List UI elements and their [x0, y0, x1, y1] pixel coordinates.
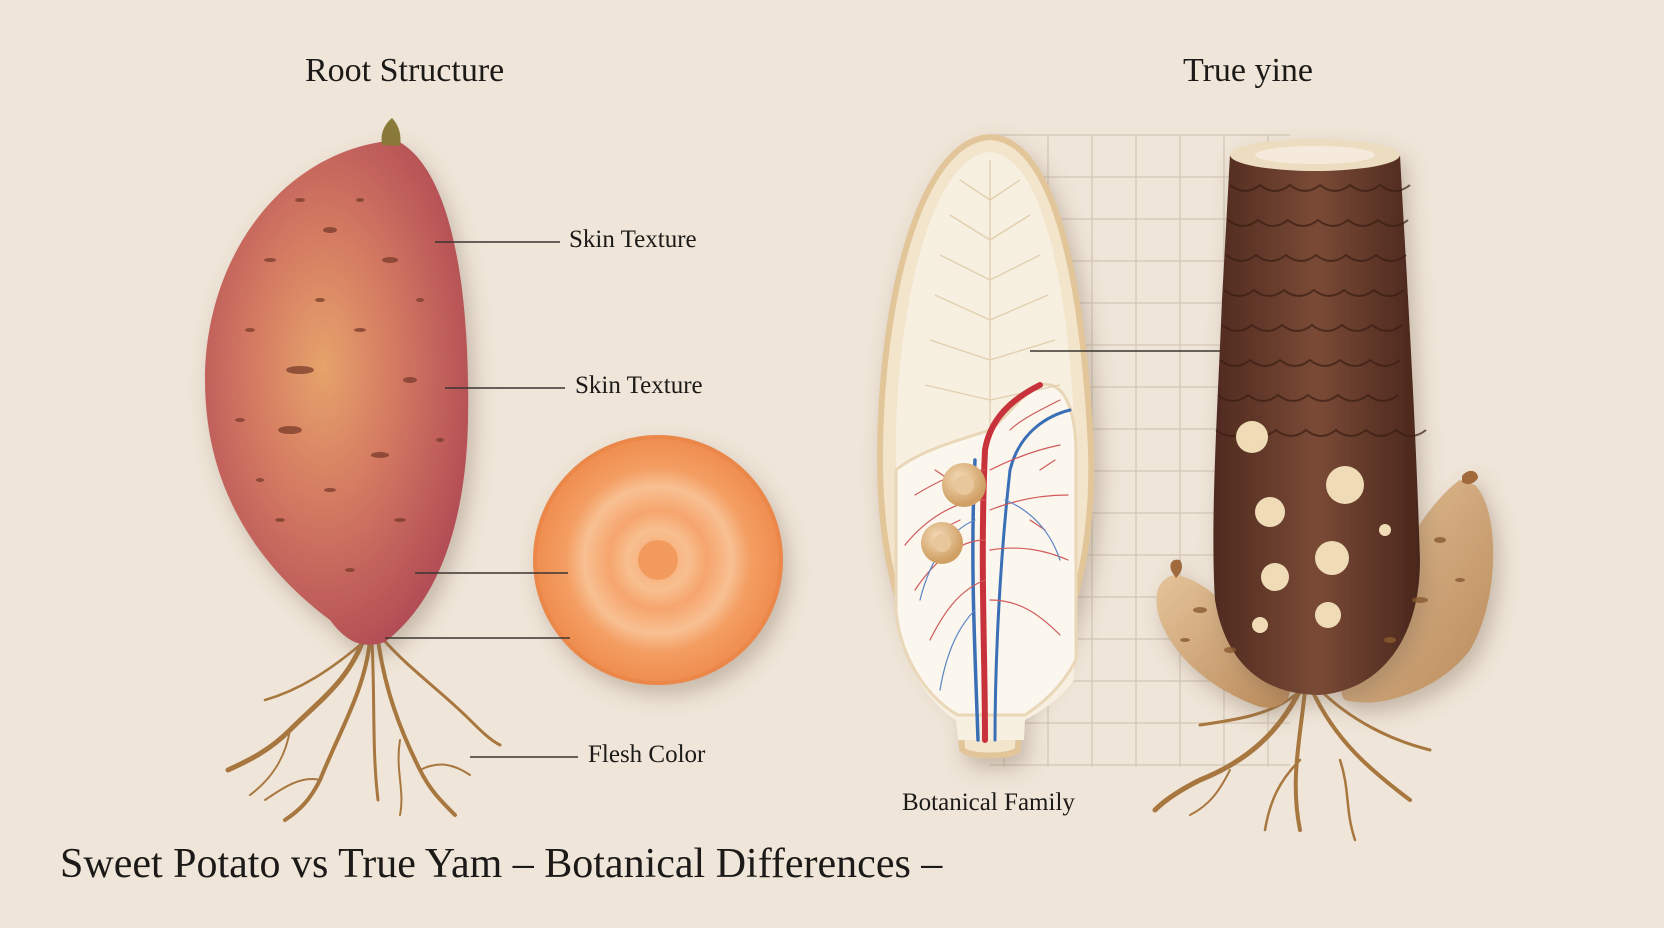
skin-lenticels — [235, 198, 444, 572]
diagram-title: Sweet Potato vs True Yam – Botanical Dif… — [60, 841, 943, 887]
starch-granules — [921, 463, 986, 564]
vascular-chamber — [894, 383, 1078, 717]
yam-main-tuber — [1213, 139, 1420, 695]
leader-lines-left — [385, 241, 578, 758]
yam-scales — [1215, 183, 1427, 437]
sweet-potato — [205, 118, 783, 822]
tuber-spots — [1180, 537, 1465, 653]
callout-skin-texture-2: Skin Texture — [575, 372, 703, 399]
sweet-potato-body — [205, 140, 469, 645]
callout-skin-texture-1: Skin Texture — [569, 226, 697, 253]
sweet-potato-stem — [381, 118, 401, 146]
sweet-potato-cross-section — [533, 435, 783, 685]
yam-roots — [1152, 686, 1432, 842]
callout-flesh-color: Flesh Color — [588, 741, 706, 768]
callout-botanical-family: Botanical Family — [902, 789, 1075, 816]
right-heading: True yine — [1183, 52, 1314, 89]
true-yam — [1152, 139, 1494, 842]
sweet-potato-roots — [225, 632, 502, 822]
yam-spots — [1236, 421, 1391, 633]
left-heading: Root Structure — [305, 52, 505, 89]
yam-longitudinal-section — [876, 133, 1290, 767]
